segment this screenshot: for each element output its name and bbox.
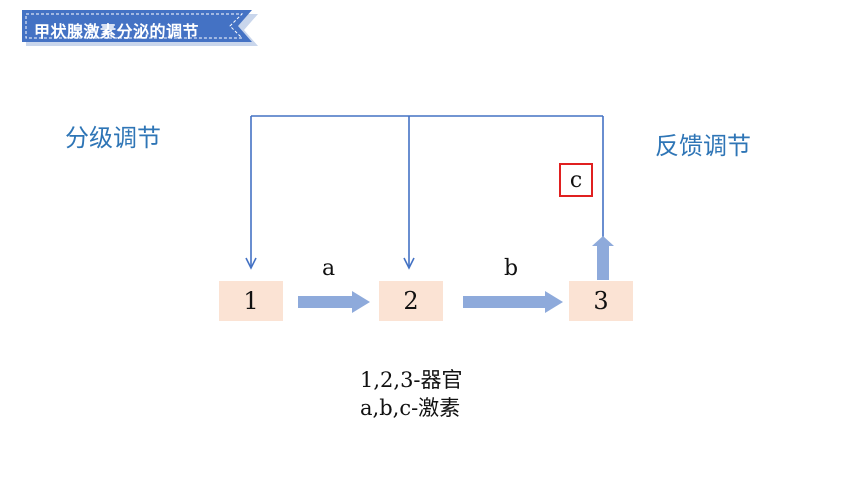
arrowhead-organ-2 (403, 257, 415, 270)
legend: 1,2,3-器官 a,b,c-激素 (360, 366, 463, 422)
grading-regulation-label: 分级调节 (65, 124, 161, 152)
feedback-regulation-label: 反馈调节 (655, 132, 751, 160)
arrow-a-shaft (298, 296, 356, 308)
organ-2-box: 2 (379, 281, 443, 321)
page-title: 甲状腺激素分泌的调节 (34, 22, 200, 41)
hormone-b-label: b (504, 256, 519, 281)
organ-3-up-arrow-head (592, 236, 614, 246)
hormone-a-label: a (322, 256, 336, 281)
arrowhead-organ-1 (245, 257, 257, 270)
arrow-b-shaft (463, 296, 549, 308)
hormone-c-box: c (559, 163, 593, 197)
arrow-b-head (545, 291, 563, 313)
title-banner: 甲状腺激素分泌的调节 (22, 8, 258, 48)
organ-3-box: 3 (569, 281, 633, 321)
organ-1-box: 1 (219, 281, 283, 321)
banner-shape (22, 10, 258, 46)
arrow-a-head (352, 291, 370, 313)
legend-hormones: a,b,c-激素 (360, 396, 461, 420)
organ-3-up-arrow-shaft (597, 246, 609, 280)
legend-organs: 1,2,3-器官 (360, 368, 463, 392)
